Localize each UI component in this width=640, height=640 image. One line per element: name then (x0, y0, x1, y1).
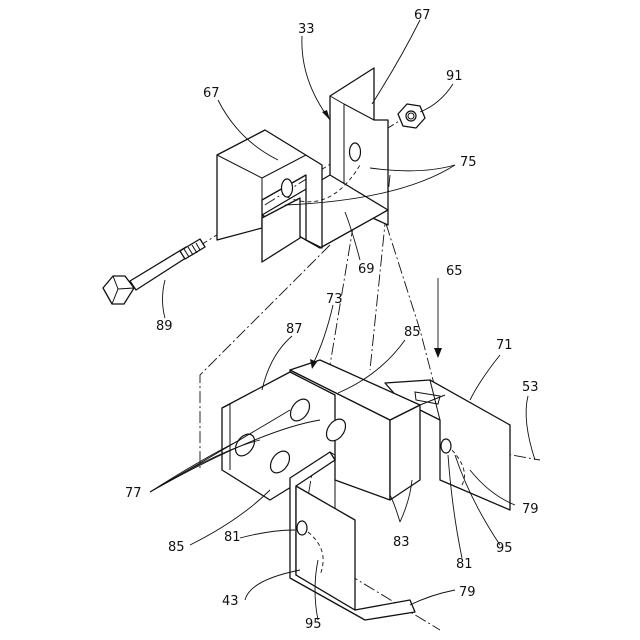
lower-assembly-65 (222, 360, 510, 620)
label-69: 69 (358, 262, 375, 277)
label-85-bottom: 85 (168, 540, 185, 555)
label-83: 83 (393, 535, 410, 550)
label-85-top: 85 (404, 325, 421, 340)
bolt-head (103, 276, 134, 304)
label-79-bottom: 79 (459, 585, 476, 600)
label-77: 77 (125, 486, 142, 501)
label-95-bottom: 95 (305, 617, 322, 632)
label-89: 89 (156, 319, 173, 334)
label-75: 75 (460, 155, 477, 170)
bolt-89 (103, 239, 205, 304)
label-65: 65 (446, 264, 463, 279)
label-81-right: 81 (456, 557, 473, 572)
bracket-hole-left (282, 179, 293, 197)
label-67-left: 67 (203, 86, 220, 101)
plate-hole-81-left (297, 521, 307, 535)
label-87: 87 (286, 322, 303, 337)
label-43: 43 (222, 594, 239, 609)
label-95-right: 95 (496, 541, 513, 556)
label-33: 33 (298, 22, 315, 37)
label-67-top: 67 (414, 8, 431, 23)
upper-bracket-33 (217, 68, 388, 262)
slotted-plate-77 (222, 372, 335, 500)
channel-side-83 (390, 405, 420, 500)
lower-bracket-face (296, 486, 355, 610)
label-73: 73 (326, 292, 343, 307)
plate-hole-81-right (441, 439, 451, 453)
label-79-right: 79 (522, 502, 539, 517)
nut-91 (398, 104, 425, 128)
label-53: 53 (522, 380, 539, 395)
bracket-hole-right (350, 143, 361, 161)
label-81-left: 81 (224, 530, 241, 545)
bolt-thread (180, 239, 205, 259)
label-91: 91 (446, 69, 463, 84)
label-71: 71 (496, 338, 513, 353)
bracket-lower-tab (262, 198, 300, 262)
